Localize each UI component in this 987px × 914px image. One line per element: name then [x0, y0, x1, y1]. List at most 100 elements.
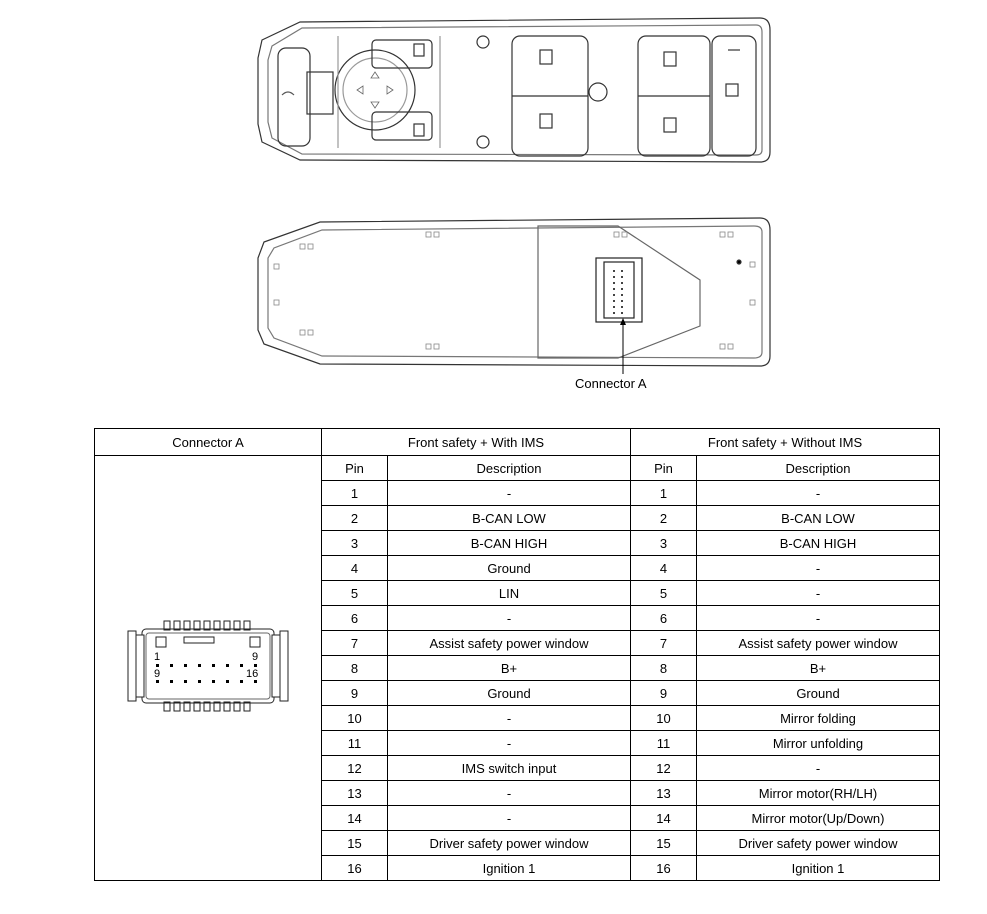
pin-table: Connector A Front safety + With IMS Fron… — [94, 428, 940, 881]
without-ims-description: B+ — [696, 655, 940, 681]
connector-tooth — [183, 701, 191, 711]
connector-tooth — [213, 620, 221, 630]
without-ims-description: Ground — [696, 680, 940, 706]
connector-pin-dot — [613, 300, 615, 302]
with-ims-description: B-CAN HIGH — [387, 530, 631, 556]
pin-cell: 5 — [321, 580, 388, 606]
with-ims-description: B+ — [387, 655, 631, 681]
connector-tooth — [203, 701, 211, 711]
pin-cell: 10 — [630, 705, 697, 731]
pin-cell: 9 — [321, 680, 388, 706]
with-ims-description: Driver safety power window — [387, 830, 631, 856]
pin-cell: 9 — [630, 680, 697, 706]
connector-a-icon: 1 9 9 16 — [127, 620, 289, 711]
without-ims-description: B-CAN LOW — [696, 505, 940, 531]
pin-cell: 12 — [630, 755, 697, 781]
connector-pin-dot — [212, 663, 215, 667]
with-ims-header: Front safety + With IMS — [321, 428, 631, 456]
without-ims-description: Mirror motor(RH/LH) — [696, 780, 940, 806]
switch-bottom-view — [257, 217, 771, 374]
without-ims-description: B-CAN HIGH — [696, 530, 940, 556]
pin-cell: 6 — [321, 605, 388, 631]
with-ims-description: IMS switch input — [387, 755, 631, 781]
without-ims-description: - — [696, 755, 940, 781]
description-col-header: Description — [696, 455, 940, 481]
with-ims-description: Assist safety power window — [387, 630, 631, 656]
switch-top-view — [257, 17, 771, 163]
connector-tooth — [223, 620, 231, 630]
with-ims-description: - — [387, 705, 631, 731]
pin-col-header: Pin — [630, 455, 697, 481]
connector-tooth — [163, 701, 171, 711]
without-ims-description: - — [696, 580, 940, 606]
connector-pin-dot — [621, 270, 623, 272]
pin-cell: 13 — [630, 780, 697, 806]
connector-pin-dot — [613, 312, 615, 314]
without-ims-header: Front safety + Without IMS — [630, 428, 940, 456]
pin-label-16: 16 — [246, 668, 258, 680]
connector-pin-dot — [198, 679, 201, 683]
without-ims-description: Mirror unfolding — [696, 730, 940, 756]
connector-pin-dot — [613, 282, 615, 284]
connector-pin-dot — [621, 312, 623, 314]
without-ims-description: Driver safety power window — [696, 830, 940, 856]
table-row: 6-6- — [95, 605, 940, 631]
with-ims-description: - — [387, 605, 631, 631]
description-col-header: Description — [387, 455, 631, 481]
connector-pin-dot — [170, 663, 173, 667]
pin-cell: 15 — [630, 830, 697, 856]
connector-tooth — [243, 620, 251, 630]
connector-tooth — [163, 620, 171, 630]
pin-cell: 3 — [321, 530, 388, 556]
pin-cell: 7 — [630, 630, 697, 656]
with-ims-description: - — [387, 805, 631, 831]
pin-cell: 10 — [321, 705, 388, 731]
pin-cell: 8 — [321, 655, 388, 681]
pin-col-header: Pin — [321, 455, 388, 481]
pin-cell: 14 — [321, 805, 388, 831]
with-ims-description: Ground — [387, 680, 631, 706]
pin-cell: 2 — [630, 505, 697, 531]
connector-pin-dot — [613, 276, 615, 278]
connector-pin-dot — [198, 663, 201, 667]
connector-a-callout: Connector A — [575, 376, 647, 391]
pin-cell: 15 — [321, 830, 388, 856]
pin-cell: 5 — [630, 580, 697, 606]
connector-pin-dot — [156, 679, 159, 683]
connector-tooth — [193, 620, 201, 630]
without-ims-description: - — [696, 605, 940, 631]
connector-image-cell: 1 9 9 16 — [94, 455, 322, 881]
with-ims-description: B-CAN LOW — [387, 505, 631, 531]
pin-cell: 13 — [321, 780, 388, 806]
pin-cell: 2 — [321, 505, 388, 531]
connector-tooth — [243, 701, 251, 711]
connector-pin-dot — [170, 679, 173, 683]
without-ims-description: Ignition 1 — [696, 855, 940, 881]
connector-tooth — [173, 620, 181, 630]
connector-pin-dot — [254, 663, 257, 667]
connector-tooth — [193, 701, 201, 711]
connector-pin-dot — [240, 663, 243, 667]
with-ims-description: - — [387, 480, 631, 506]
with-ims-description: Ground — [387, 555, 631, 581]
connector-pin-dot — [621, 282, 623, 284]
pin-cell: 6 — [630, 605, 697, 631]
connector-pin-dot — [613, 288, 615, 290]
connector-tooth — [233, 701, 241, 711]
pin-cell: 11 — [321, 730, 388, 756]
pin-cell: 16 — [630, 855, 697, 881]
connector-pin-dot — [184, 663, 187, 667]
connector-header: Connector A — [94, 428, 322, 456]
pin-label-9-bottom: 9 — [154, 668, 160, 680]
pin-cell: 11 — [630, 730, 697, 756]
without-ims-description: Mirror motor(Up/Down) — [696, 805, 940, 831]
connector-pin-dot — [212, 679, 215, 683]
with-ims-description: - — [387, 730, 631, 756]
connector-pin-dot — [621, 276, 623, 278]
pin-label-1: 1 — [154, 651, 160, 663]
